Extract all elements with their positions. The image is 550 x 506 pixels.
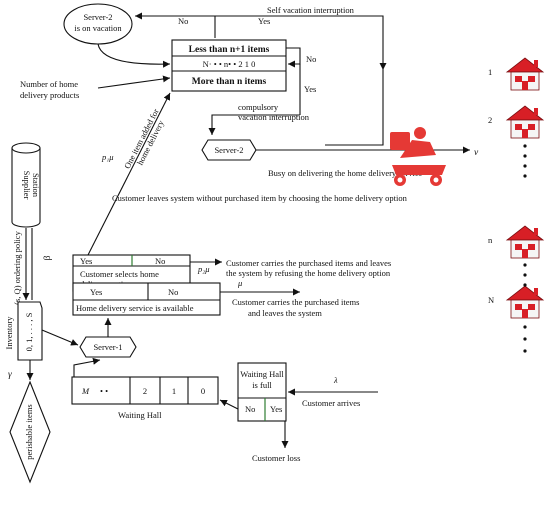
- server1-node: [79, 336, 137, 358]
- inventory-to-server1: [41, 329, 79, 346]
- hall-cell-2: 2: [143, 386, 147, 396]
- avail-no: No: [168, 287, 178, 297]
- hall-cell-m: M: [81, 386, 90, 396]
- ellipsis-dot: [523, 164, 527, 168]
- inventory-levels: 0, 1, . . . , S: [24, 312, 34, 351]
- top-no-label: No: [178, 16, 188, 26]
- no-to-hall-arrow: [219, 399, 239, 410]
- decision-box: [171, 39, 287, 92]
- delivery-scooter-icon: [390, 127, 446, 186]
- decision-bottom-text: More than n items: [192, 77, 267, 87]
- beta-label: β: [43, 255, 53, 260]
- hall-cell-0: 0: [201, 386, 205, 396]
- self-vacation-arrow: [215, 15, 387, 70]
- house-number-label: 1: [488, 67, 492, 77]
- full-box: [237, 362, 287, 422]
- house-number-label: n: [488, 235, 493, 245]
- products-arrow: [97, 75, 171, 89]
- p1mu-label: p₁μ: [101, 152, 113, 162]
- decision-top-text: Less than n+1 items: [189, 45, 270, 55]
- carry-line2: and leaves the system: [248, 308, 322, 318]
- ellipsis-dot: [523, 325, 527, 329]
- ellipsis-dot: [523, 174, 527, 178]
- decision-yes-label: Yes: [304, 84, 316, 94]
- decision-no-loop: [286, 47, 301, 68]
- inventory-label: Inventory: [4, 316, 14, 350]
- full-no: No: [245, 404, 255, 414]
- avail-box: [72, 282, 221, 316]
- self-vacation-down: [325, 70, 384, 146]
- gamma-label: γ: [8, 370, 12, 380]
- ellipsis-dot: [523, 337, 527, 341]
- house-number-label: N: [488, 295, 494, 305]
- perishable-diamond: [9, 380, 51, 484]
- select-label-line1: Customer selects home: [80, 269, 159, 279]
- policy-label: (s, Q) ordering policy: [12, 230, 22, 304]
- refuse-line1: Customer carries the purchased items and…: [226, 258, 391, 268]
- hall-cell-dots: • •: [100, 386, 108, 396]
- ellipsis-dot: [523, 154, 527, 158]
- top-yes-label: Yes: [258, 16, 270, 26]
- server2-vacation-line1: Server-2: [83, 12, 112, 22]
- compulsory-line1: compulsory: [238, 102, 279, 112]
- supplier-line2: Station: [31, 173, 41, 198]
- avail-yes: Yes: [90, 287, 102, 297]
- supplier-station: [11, 148, 41, 228]
- server1-label: Server-1: [93, 342, 122, 352]
- busy-label: Busy on delivering the home delivery ser…: [268, 168, 423, 178]
- full-title-line1: Waiting Hall: [240, 369, 284, 379]
- leaves-text: Customer leaves system without purchased…: [112, 193, 408, 203]
- lambda-label: λ: [333, 375, 338, 385]
- ellipsis-dot: [523, 263, 527, 267]
- self-vacation-label: Self vacation interruption: [267, 5, 355, 15]
- bubble-to-decision-arrow: [97, 43, 171, 68]
- avail-label: Home delivery service is available: [76, 303, 194, 313]
- server2-vacation-line2: is on vacation: [74, 23, 122, 33]
- ellipsis-dot: [523, 283, 527, 287]
- ellipsis-dot: [523, 273, 527, 277]
- house-icon: [505, 105, 545, 139]
- full-yes: Yes: [270, 404, 282, 414]
- house-icon: [505, 57, 545, 91]
- houses-column: 1 2 nN: [488, 57, 545, 353]
- compulsory-line2: vacation interruption: [238, 112, 310, 122]
- nu-label: ν: [474, 148, 479, 158]
- decision-queue-text: N· • • n• • 2 1 0: [203, 59, 256, 69]
- server2-label: Server-2: [214, 145, 243, 155]
- ellipsis-dot: [523, 349, 527, 353]
- home-delivery-products-line2: delivery products: [20, 90, 79, 100]
- hall-cell-1: 1: [172, 386, 176, 396]
- house-icon: [505, 225, 545, 259]
- no-return-arrow: [135, 12, 216, 38]
- decision-no-label: No: [306, 54, 316, 64]
- ellipsis-dot: [523, 144, 527, 148]
- select-yes: Yes: [80, 256, 92, 266]
- supplier-line1: Supplier: [22, 171, 32, 200]
- waiting-hall-label: Waiting Hall: [118, 410, 162, 420]
- mu-label: μ: [237, 278, 242, 288]
- house-number-label: 2: [488, 115, 492, 125]
- full-title-line2: is full: [252, 380, 272, 390]
- one-item-added-arrow: [87, 92, 171, 256]
- carry-line1: Customer carries the purchased items: [232, 297, 359, 307]
- house-icon: [505, 285, 545, 319]
- waiting-hall: [71, 376, 219, 405]
- perishable-label: perishable items: [24, 404, 34, 459]
- compulsory-arrow: [208, 114, 300, 135]
- refuse-line2: the system by refusing the home delivery…: [226, 268, 391, 278]
- select-no: No: [155, 256, 165, 266]
- loss-label: Customer loss: [252, 453, 300, 463]
- p2mu-label: p₂μ: [197, 264, 209, 274]
- inventory-box: [17, 301, 43, 361]
- arrives-label: Customer arrives: [302, 398, 360, 408]
- home-delivery-products-line1: Number of home: [20, 79, 78, 89]
